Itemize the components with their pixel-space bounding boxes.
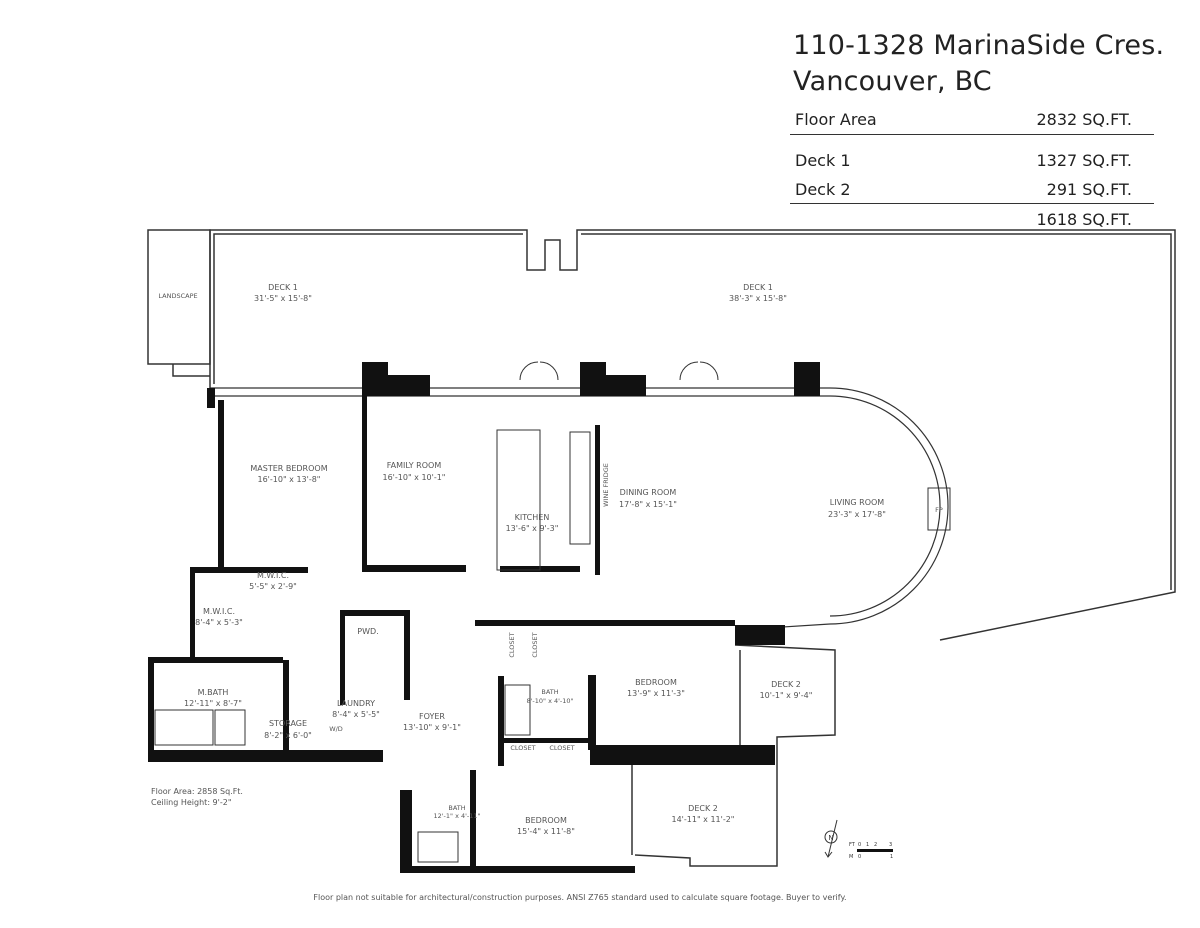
bedroom-3-dims: 15'-4" x 11'-8" bbox=[517, 827, 575, 836]
room-labels: LANDSCAPE DECK 1 31'-5" x 15'-8" DECK 1 … bbox=[158, 283, 943, 836]
master-bedroom-name: MASTER BEDROOM bbox=[250, 464, 327, 473]
laundry-dims: 8'-4" x 5'-5" bbox=[332, 710, 380, 719]
scale-m-label: M bbox=[849, 854, 853, 860]
bath-2-name: BATH bbox=[541, 688, 558, 696]
foyer-name: FOYER bbox=[419, 712, 445, 721]
bath-3-dims: 12'-1" x 4'-11" bbox=[433, 812, 480, 820]
deck1-right-dims: 38'-3" x 15'-8" bbox=[729, 294, 787, 303]
kitchen-name: KITCHEN bbox=[515, 513, 550, 522]
floor-area-note: Floor Area: 2858 Sq.Ft. bbox=[151, 787, 243, 796]
walls bbox=[148, 362, 820, 873]
deck2-lower-dims: 14'-11" x 11'-2" bbox=[672, 815, 735, 824]
closet-d-label: CLOSET bbox=[549, 744, 574, 752]
deck-total-value: 1618 SQ.FT. bbox=[1036, 209, 1132, 229]
deck1-value: 1327 SQ.FT. bbox=[1036, 150, 1132, 170]
dining-room-name: DINING ROOM bbox=[620, 488, 677, 497]
scale-ft-tick: 3 bbox=[889, 842, 892, 848]
living-room-name: LIVING ROOM bbox=[830, 498, 885, 507]
bedroom-3-name: BEDROOM bbox=[525, 816, 567, 825]
address-line-1: 110-1328 MarinaSide Cres. bbox=[793, 30, 1165, 61]
scale-bar: FT 0 1 2 3 M 0 1 bbox=[849, 842, 893, 860]
floor-area-row: Floor Area 2832 SQ.FT. bbox=[790, 104, 1154, 135]
living-room-dims: 23'-3" x 17'-8" bbox=[828, 510, 886, 519]
scale-ft-label: FT bbox=[849, 842, 856, 848]
deck-total-row: 1618 SQ.FT. bbox=[790, 204, 1154, 234]
deck-outlines bbox=[147, 229, 1176, 867]
area-summary-table: Floor Area 2832 SQ.FT. Deck 1 1327 SQ.FT… bbox=[790, 104, 1154, 234]
fireplace-label: FP bbox=[935, 506, 943, 514]
deck1-label: Deck 1 bbox=[795, 150, 851, 170]
laundry-name: LAUNDRY bbox=[337, 699, 375, 708]
bedroom-2-dims: 13'-9" x 11'-3" bbox=[627, 689, 685, 698]
mwic-large-name: M.W.I.C. bbox=[203, 607, 235, 616]
deck2-upper-name: DECK 2 bbox=[771, 680, 801, 689]
wine-fridge-label: WINE FRIDGE bbox=[602, 463, 610, 507]
floor-area-value: 2832 SQ.FT. bbox=[1036, 109, 1132, 129]
fixtures bbox=[154, 361, 951, 863]
disclaimer: Floor plan not suitable for architectura… bbox=[313, 893, 846, 902]
storage-name: STORAGE bbox=[269, 719, 307, 728]
closet-b-label: CLOSET bbox=[531, 632, 539, 657]
master-bath-name: M.BATH bbox=[198, 688, 229, 697]
deck1-left-dims: 31'-5" x 15'-8" bbox=[254, 294, 312, 303]
exterior-glazing bbox=[210, 387, 949, 631]
deck1-row: Deck 1 1327 SQ.FT. bbox=[790, 145, 1154, 175]
bath-2-dims: 8'-10" x 4'-10" bbox=[526, 697, 573, 705]
mwic-small-name: M.W.I.C. bbox=[257, 571, 289, 580]
closet-c-label: CLOSET bbox=[510, 744, 535, 752]
deck2-lower-name: DECK 2 bbox=[688, 804, 718, 813]
scale-m-tick: 0 bbox=[858, 854, 861, 860]
deck2-value: 291 SQ.FT. bbox=[1046, 179, 1132, 199]
north-letter: N bbox=[828, 834, 833, 842]
scale-m-tick: 1 bbox=[890, 854, 893, 860]
scale-ft-tick: 0 bbox=[858, 842, 861, 848]
powder-room-label: PWD. bbox=[357, 627, 378, 636]
mwic-small-dims: 5'-5" x 2'-9" bbox=[249, 582, 297, 591]
bath-3-name: BATH bbox=[448, 804, 465, 812]
scale-ft-tick: 2 bbox=[874, 842, 877, 848]
deck1-right-name: DECK 1 bbox=[743, 283, 773, 292]
mwic-large-dims: 8'-4" x 5'-3" bbox=[195, 618, 243, 627]
master-bath-dims: 12'-11" x 8'-7" bbox=[184, 699, 242, 708]
deck2-upper-dims: 10'-1" x 9'-4" bbox=[760, 691, 813, 700]
washer-dryer-label: W/D bbox=[329, 725, 343, 733]
bedroom-2-name: BEDROOM bbox=[635, 678, 677, 687]
dining-room-dims: 17'-8" x 15'-1" bbox=[619, 500, 677, 509]
scale-ft-tick: 1 bbox=[866, 842, 869, 848]
property-address: 110-1328 MarinaSide Cres. Vancouver, BC bbox=[793, 28, 1164, 100]
family-room-dims: 16'-10" x 10'-1" bbox=[383, 473, 446, 482]
closet-a-label: CLOSET bbox=[508, 632, 516, 657]
master-bedroom-dims: 16'-10" x 13'-8" bbox=[258, 475, 321, 484]
north-arrow-icon: N bbox=[824, 819, 838, 858]
storage-dims: 8'-2" x 6'-0" bbox=[264, 731, 312, 740]
foyer-dims: 13'-10" x 9'-1" bbox=[403, 723, 461, 732]
kitchen-dims: 13'-6" x 9'-3" bbox=[506, 524, 559, 533]
floor-area-label: Floor Area bbox=[795, 109, 877, 129]
landscape-label: LANDSCAPE bbox=[158, 292, 197, 300]
address-line-2: Vancouver, BC bbox=[793, 66, 992, 97]
ceiling-height-note: Ceiling Height: 9'-2" bbox=[151, 798, 232, 807]
deck1-left-name: DECK 1 bbox=[268, 283, 298, 292]
deck2-label: Deck 2 bbox=[795, 179, 851, 199]
family-room-name: FAMILY ROOM bbox=[387, 461, 442, 470]
deck2-row: Deck 2 291 SQ.FT. bbox=[790, 175, 1154, 204]
